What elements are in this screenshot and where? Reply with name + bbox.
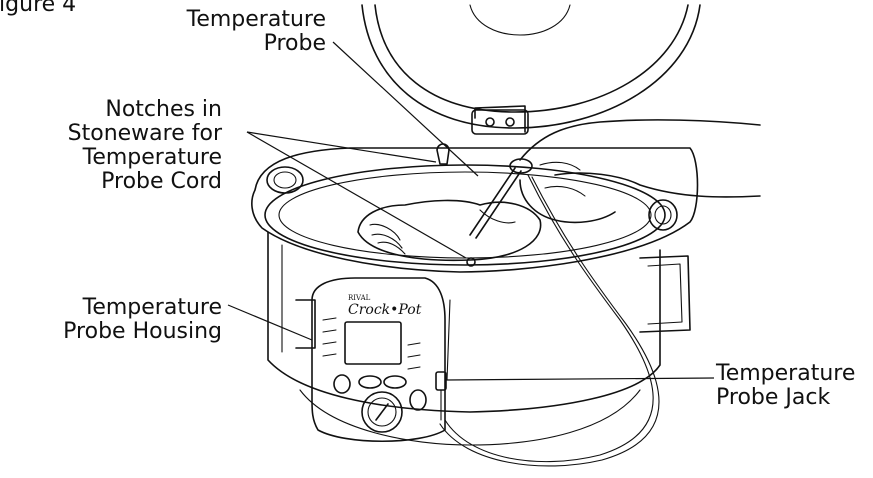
stoneware-rim [251, 143, 699, 273]
temperature-probe [439, 158, 660, 467]
brand-rival: RIVAL [348, 294, 371, 302]
select-button[interactable] [358, 375, 382, 389]
leader-lines [227, 41, 715, 381]
left-button[interactable] [333, 374, 351, 394]
hand [519, 119, 761, 224]
figure-label: Figure 4 [0, 0, 77, 17]
roast [357, 199, 542, 262]
right-button[interactable] [409, 389, 427, 411]
probe-housing [295, 299, 316, 349]
pot-body [267, 231, 691, 413]
lid [361, 4, 701, 135]
base [299, 389, 641, 446]
control-dial[interactable] [361, 391, 403, 433]
callout-probe-jack: Temperature Probe Jack [716, 361, 856, 410]
callout-probe-housing: Temperature Probe Housing [63, 295, 222, 344]
lcd-display [344, 321, 402, 365]
callout-notches: Notches in Stoneware for Temperature Pro… [67, 97, 222, 194]
callout-temperature-probe: Temperature Probe [186, 7, 326, 56]
control-panel: RIVAL Crock•Pot [311, 277, 446, 443]
brand-crockpot: Crock•Pot [348, 302, 422, 318]
probe-jack [435, 299, 451, 421]
start-button[interactable] [383, 375, 407, 389]
